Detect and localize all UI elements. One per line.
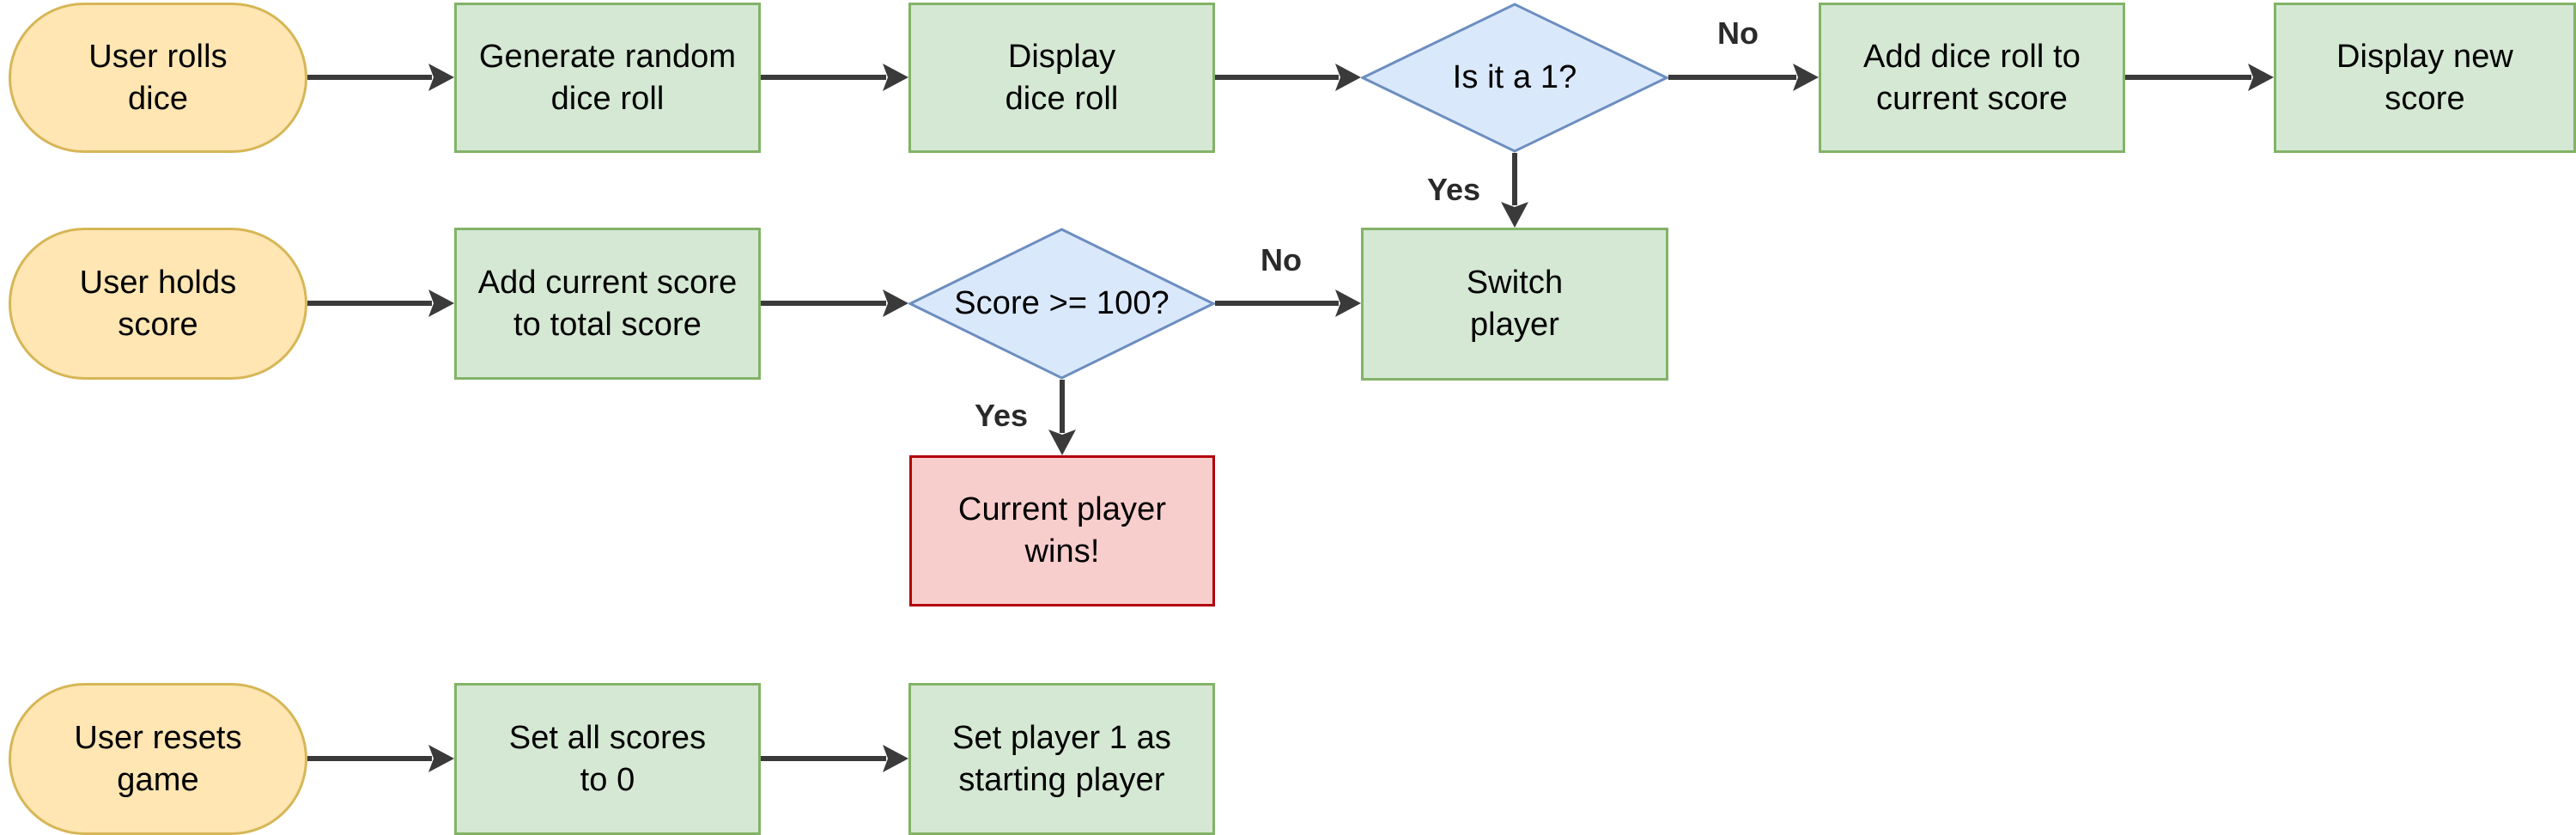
flow-edge-e4	[1668, 64, 1819, 91]
flow-edge-e1	[307, 64, 454, 91]
decision-diamond-shape	[1361, 3, 1668, 153]
flow-edge-e12	[761, 745, 908, 772]
flow-node-n12[interactable]: User resets game	[9, 683, 307, 835]
flow-edge-e6	[1501, 153, 1528, 228]
flow-node-n3[interactable]: Display dice roll	[908, 3, 1215, 153]
flow-edge-e2	[761, 64, 908, 91]
flow-node-label: Set all scores to 0	[508, 719, 707, 798]
flow-node-label: Score >= 100?	[954, 285, 1170, 322]
flow-edge-e11	[307, 745, 454, 772]
flow-node-n2[interactable]: Generate random dice roll	[454, 3, 761, 153]
flow-edge-e7	[307, 290, 454, 317]
flow-node-label: Is it a 1?	[1452, 59, 1577, 96]
flow-node-label: Generate random dice roll	[478, 38, 737, 117]
flow-edge-e5	[2125, 64, 2274, 91]
flow-node-label: Add current score to total score	[477, 264, 738, 343]
flow-node-label: Current player wins!	[957, 491, 1167, 570]
flow-edge-e10	[1048, 380, 1076, 455]
flow-node-label: Set player 1 as starting player	[952, 719, 1171, 798]
flow-node-n4[interactable]: Is it a 1?	[1361, 3, 1668, 153]
flow-edge-e8	[761, 290, 908, 317]
decision-diamond-shape	[908, 228, 1215, 380]
edge-label-e6: Yes	[1427, 172, 1481, 207]
flow-node-label: User resets game	[74, 719, 242, 798]
flow-node-label: User rolls dice	[88, 38, 228, 117]
flow-node-n6[interactable]: Display new score	[2274, 3, 2576, 153]
flow-edge-e9	[1215, 290, 1361, 317]
edge-label-e10: Yes	[975, 398, 1029, 433]
flow-node-n8[interactable]: Add current score to total score	[454, 228, 761, 380]
flow-node-n11[interactable]: Current player wins!	[909, 455, 1215, 606]
flow-node-label: Add dice roll to current score	[1863, 38, 2081, 117]
flow-node-n7[interactable]: User holds score	[9, 228, 307, 380]
flow-node-n14[interactable]: Set player 1 as starting player	[908, 683, 1215, 835]
edge-label-e4: No	[1717, 15, 1759, 51]
flow-node-label: Display new score	[2336, 38, 2513, 117]
flow-node-n1[interactable]: User rolls dice	[9, 3, 307, 153]
flow-node-n10[interactable]: Switch player	[1361, 228, 1668, 381]
flow-node-n5[interactable]: Add dice roll to current score	[1819, 3, 2125, 153]
flow-node-label: Switch player	[1466, 265, 1564, 343]
flow-node-label: Display dice roll	[1005, 38, 1119, 117]
flow-node-label: User holds score	[79, 264, 237, 343]
flow-node-n9[interactable]: Score >= 100?	[908, 228, 1215, 380]
edge-label-e9: No	[1261, 242, 1302, 277]
flow-node-n13[interactable]: Set all scores to 0	[454, 683, 761, 835]
flow-edge-e3	[1215, 64, 1361, 91]
